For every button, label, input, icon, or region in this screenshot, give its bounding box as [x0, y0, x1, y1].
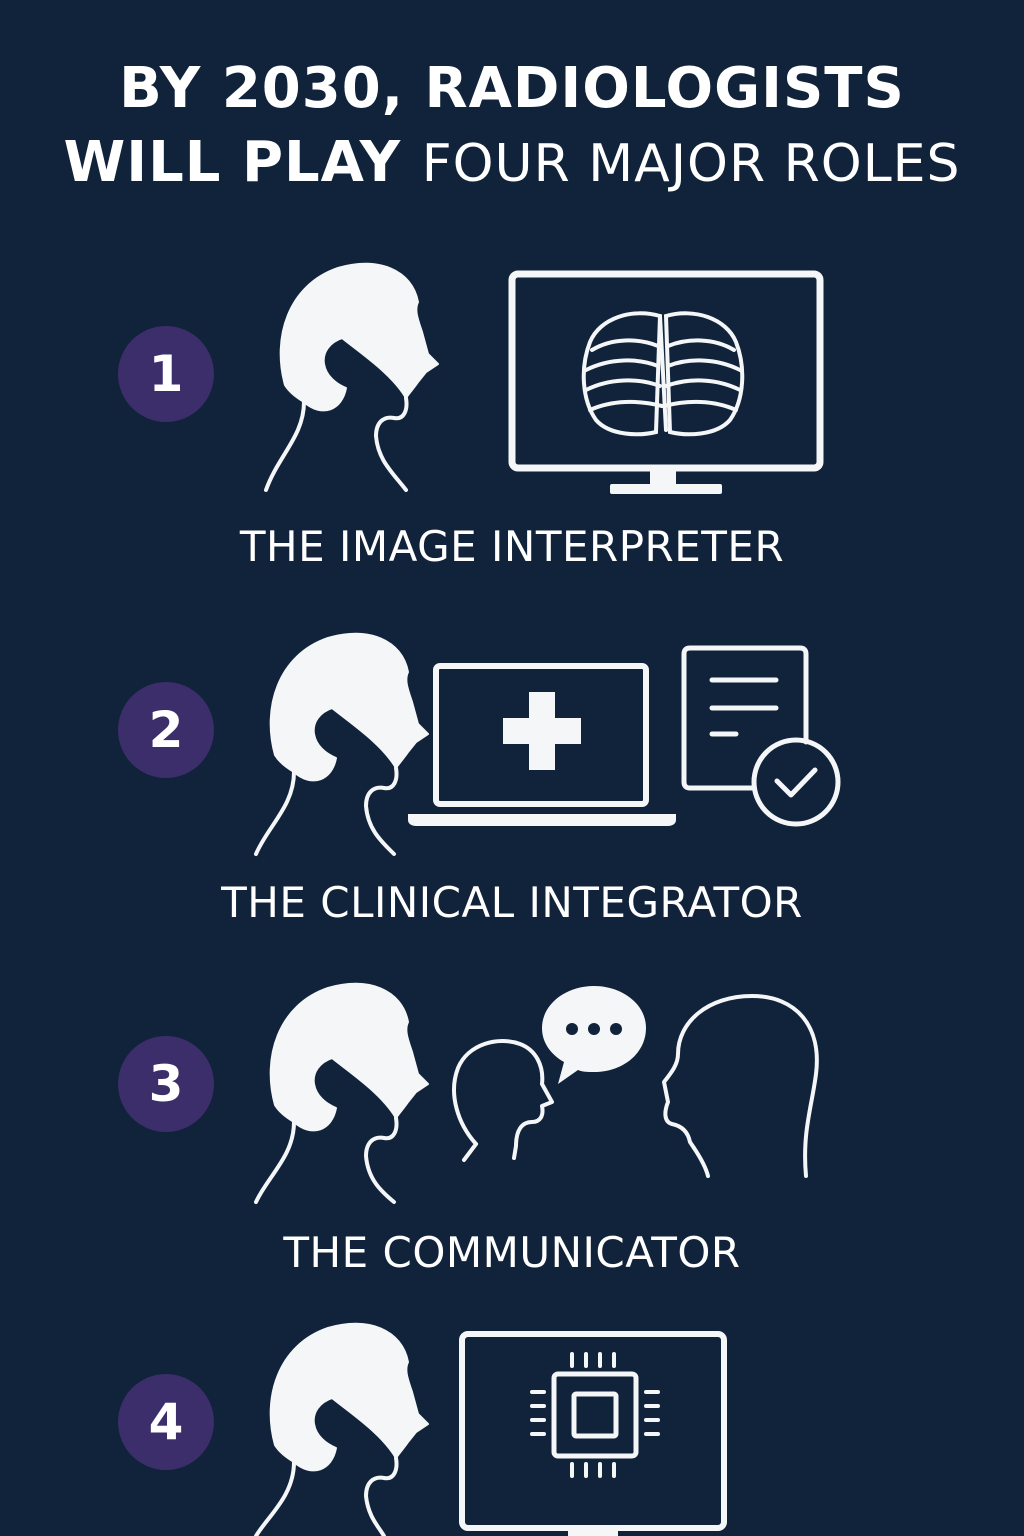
title-line-2-end: FOUR MAJOR ROLES	[421, 134, 961, 194]
medical-cross-icon	[503, 692, 581, 770]
checkmark-circle-icon	[751, 737, 841, 827]
role-1-illustration	[264, 262, 824, 494]
role-4-number-badge: 4	[118, 1374, 214, 1470]
role-2-number-badge: 2	[118, 682, 214, 778]
person-outline-icon	[662, 994, 819, 1178]
role-3-label: THE COMMUNICATOR	[283, 1228, 741, 1277]
role-1-label: THE IMAGE INTERPRETER	[239, 522, 785, 571]
chest-xray-icon	[581, 311, 745, 437]
role-1-number-badge: 1	[118, 326, 214, 422]
role-3-illustration	[254, 982, 819, 1204]
small-person-icon	[452, 1039, 554, 1162]
title-line-1: BY 2030, RADIOLOGISTS	[119, 56, 905, 121]
head-profile-icon	[264, 262, 439, 492]
head-profile-icon	[254, 982, 429, 1204]
role-2-label: THE CLINICAL INTEGRATOR	[221, 878, 803, 927]
laptop-icon	[408, 663, 676, 826]
role-2-illustration	[254, 632, 841, 856]
role-4-illustration	[254, 1322, 727, 1536]
monitor-icon	[459, 1331, 727, 1536]
role-3-number-badge: 3	[118, 1036, 214, 1132]
cpu-chip-icon	[530, 1352, 660, 1478]
title-line-2: WILL PLAY FOUR MAJOR ROLES	[0, 126, 1024, 201]
title-line-2-start: WILL PLAY	[63, 130, 402, 195]
head-profile-icon	[254, 632, 429, 856]
report-document-icon	[681, 645, 809, 791]
speech-bubble-icon	[542, 986, 646, 1084]
head-profile-icon	[254, 1322, 429, 1536]
page-title: BY 2030, RADIOLOGISTS WILL PLAY FOUR MAJ…	[0, 52, 1024, 201]
monitor-icon	[508, 270, 824, 494]
